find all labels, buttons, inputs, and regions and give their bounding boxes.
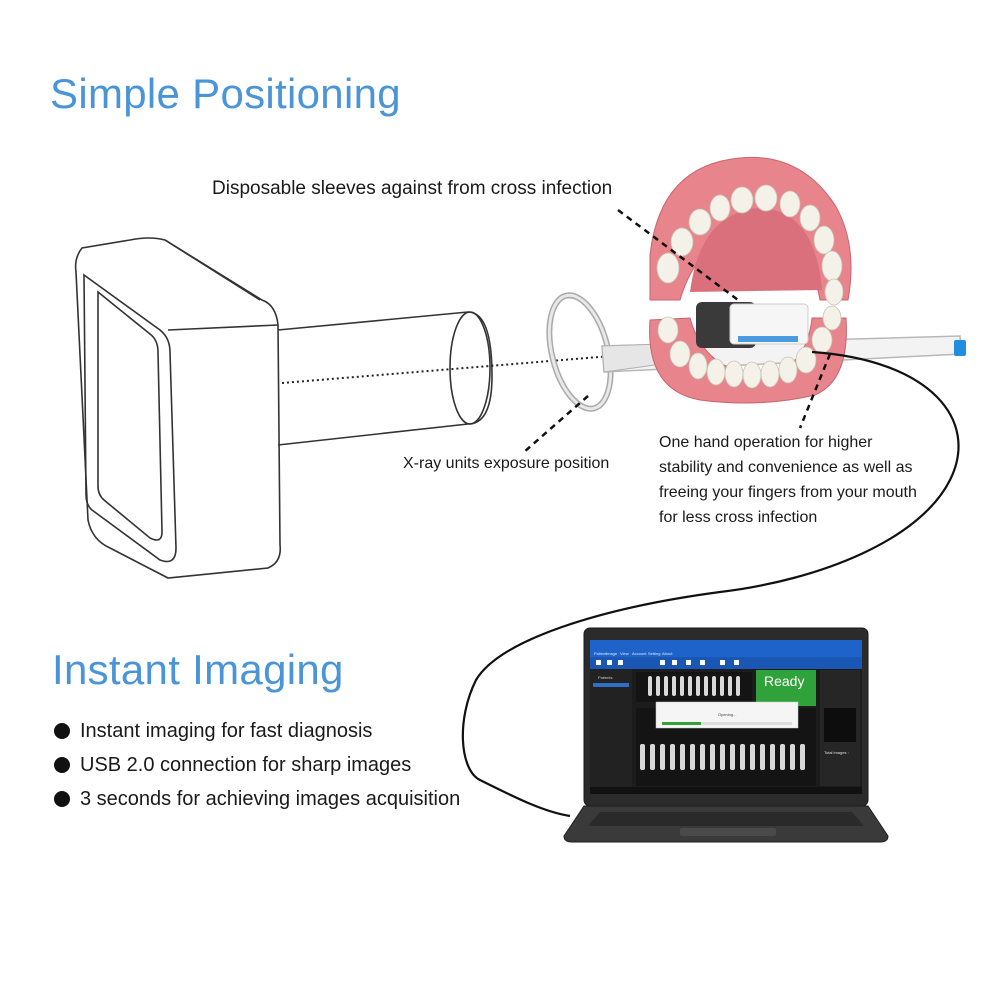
menu-item-setting: Setting — [648, 651, 660, 656]
xray-unit-drawing — [74, 237, 493, 579]
feature-item-usb: USB 2.0 connection for sharp images — [54, 748, 460, 782]
bullet-icon — [54, 723, 70, 739]
bullet-icon — [54, 791, 70, 807]
bullet-icon — [54, 757, 70, 773]
instant-imaging-heading: Instant Imaging — [52, 646, 344, 693]
one-hand-leader-line — [798, 353, 832, 429]
feature-text: USB 2.0 connection for sharp images — [80, 753, 412, 776]
exposure-leader-line — [523, 395, 589, 453]
menu-item-image: Image — [606, 651, 618, 656]
progress-fill — [662, 722, 701, 725]
one-hand-line-2: stability and convenience as well as — [659, 459, 913, 476]
menu-item-patient: Patient — [594, 651, 607, 656]
menu-item-account: Account — [632, 651, 647, 656]
feature-item-fast-diagnosis: Instant imaging for fast diagnosis — [54, 714, 460, 748]
feature-item-acquisition: 3 seconds for achieving images acquisiti… — [54, 782, 460, 816]
laptop-drawing: Patient Image View Account Setting About… — [563, 627, 889, 843]
total-images-label: Total images : — [824, 750, 849, 755]
menu-item-about: About — [662, 651, 673, 656]
one-hand-line-4: for less cross infection — [659, 509, 818, 526]
feature-list: Instant imaging for fast diagnosis USB 2… — [54, 714, 460, 816]
opening-dialog-text: Opening... — [718, 712, 736, 717]
feature-text: 3 seconds for achieving images acquisiti… — [80, 787, 461, 810]
sleeves-leader-line — [617, 209, 739, 301]
feature-text: Instant imaging for fast diagnosis — [80, 719, 373, 742]
usb-cable — [461, 350, 960, 818]
beam-dotted-line — [281, 351, 661, 384]
ready-status-text: Ready — [764, 673, 804, 689]
exposure-callout: X-ray units exposure position — [403, 455, 610, 472]
ready-status-panel — [756, 670, 816, 706]
sleeves-callout: Disposable sleeves against from cross in… — [212, 178, 613, 199]
progress-track — [662, 722, 792, 725]
patients-label: Patients — [598, 675, 612, 680]
one-hand-line-1: One hand operation for higher — [659, 434, 873, 451]
dental-model-drawing — [649, 156, 852, 404]
simple-positioning-heading: Simple Positioning — [50, 70, 401, 117]
one-hand-callout: One hand operation for higher stability … — [659, 430, 917, 530]
one-hand-line-3: freeing your fingers from your mouth — [659, 484, 917, 501]
menu-item-view: View — [620, 651, 629, 656]
